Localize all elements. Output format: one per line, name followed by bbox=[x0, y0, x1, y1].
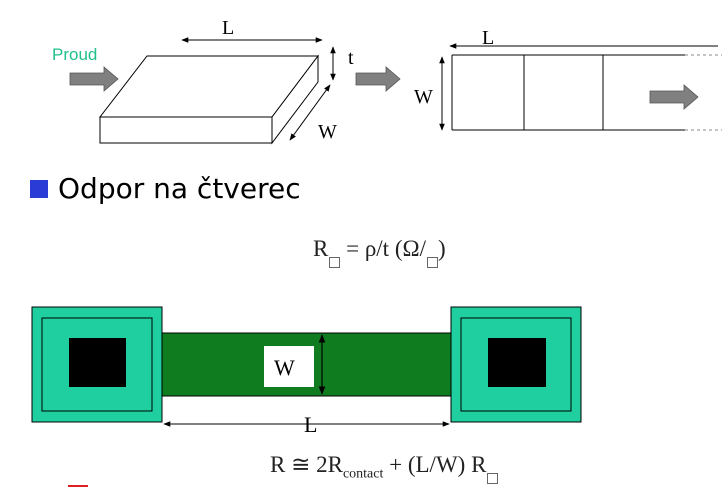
formula-total-lhs: R ≅ 2R bbox=[270, 452, 343, 477]
formula-sheet-rhs: = ρ/t (Ω/ bbox=[346, 236, 426, 261]
bullet-square-icon bbox=[30, 179, 48, 198]
contact-pad-left bbox=[31, 306, 163, 423]
square-symbol-icon bbox=[426, 256, 438, 268]
contact-pad-right bbox=[450, 306, 582, 423]
flow-arrow-middle bbox=[355, 66, 401, 92]
formula-sheet-resistance: R = ρ/t (Ω/) bbox=[313, 236, 446, 268]
flow-arrow-left bbox=[69, 66, 119, 92]
formula-sheet-lhs: R bbox=[313, 236, 329, 261]
square-symbol-icon bbox=[329, 256, 341, 268]
formula-total-sub: contact bbox=[342, 466, 384, 482]
length-label-top: L bbox=[222, 17, 234, 39]
flow-label: Proud bbox=[52, 45, 97, 64]
width-label-slab: W bbox=[318, 121, 337, 143]
length-label-strip: L bbox=[304, 412, 317, 437]
bullet-sheet-resistance: Odpor na čtverec bbox=[30, 172, 301, 205]
width-dimension-slab bbox=[289, 84, 331, 141]
width-label-strip: W bbox=[274, 355, 295, 380]
square-symbol-icon bbox=[487, 472, 499, 484]
flow-arrow-right bbox=[649, 84, 699, 110]
red-underline-mark bbox=[68, 485, 88, 487]
square-row bbox=[451, 54, 685, 131]
formula-total-resistance: R ≅ 2Rcontact + (L/W) R bbox=[270, 452, 499, 484]
width-label-box bbox=[264, 346, 314, 387]
slab-3d bbox=[98, 54, 320, 145]
bullet-text: Odpor na čtverec bbox=[58, 172, 301, 205]
contact-hole-left bbox=[69, 338, 126, 387]
formula-total-mid: + (L/W) R bbox=[383, 452, 487, 477]
width-label-right: W bbox=[414, 86, 433, 108]
formula-sheet-close: ) bbox=[437, 236, 446, 261]
length-label-right: L bbox=[482, 27, 494, 49]
square-row-continuation bbox=[685, 54, 722, 131]
contact-hole-right bbox=[488, 338, 546, 387]
thickness-label: t bbox=[348, 47, 354, 69]
